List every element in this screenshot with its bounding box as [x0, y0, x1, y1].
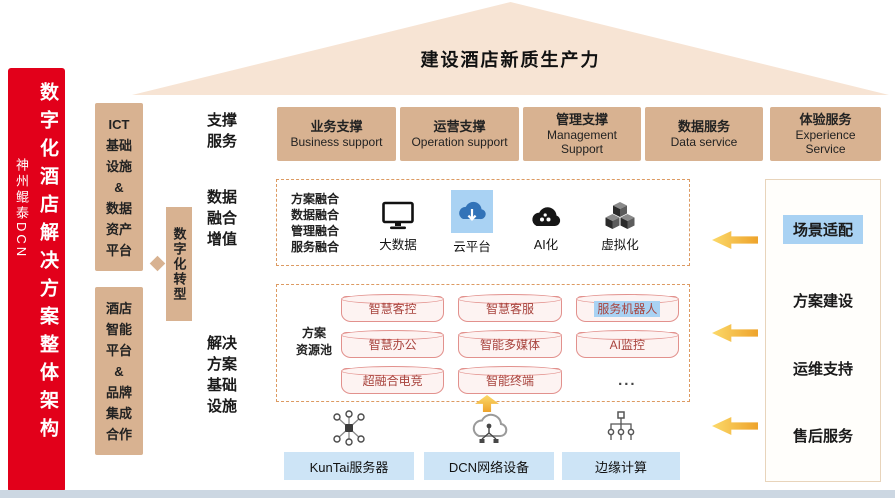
support-box-zh: 数据服务	[677, 119, 730, 134]
solution-module: AI监控	[575, 329, 680, 358]
data-fusion-panel: 方案融合 数据融合 管理融合 服务融合 大数据 云平台	[276, 179, 690, 266]
fusion-item-cloud: 云平台	[443, 190, 501, 255]
fusion-merge-list: 方案融合 数据融合 管理融合 服务融合	[291, 191, 340, 254]
fusion-item-ai: AI化	[517, 193, 575, 253]
connector-diamond	[149, 255, 166, 272]
solution-module: 智能多媒体	[458, 329, 562, 358]
solution-module: 智慧客控	[341, 294, 445, 323]
hotel-platform-box: 酒店 智能 平台 & 品牌 集成 合作	[95, 287, 143, 455]
solution-module-more: ...	[618, 372, 637, 390]
hardware-box-edge: 边缘计算	[562, 452, 680, 480]
fusion-item-virtualization: 虚拟化	[591, 193, 649, 253]
fusion-item-bigdata: 大数据	[369, 193, 427, 253]
hardware-box-kuntai: KunTai服务器	[284, 452, 414, 480]
ict-platform-box: ICT 基础 设施 & 数据 资产 平台	[95, 103, 143, 271]
support-box-zh: 体验服务	[799, 112, 852, 127]
hardware-box-dcn: DCN网络设备	[424, 452, 554, 480]
infrastructure-label: 解决 方案 基础 设施	[206, 335, 237, 415]
solution-module-grid: 智慧客控 智慧客服 服务机器人 智慧办公 智能多媒体 AI监控 超融合电竞 智能…	[341, 294, 680, 395]
solution-module: 智能终端	[458, 365, 562, 394]
support-box-en: Management Support	[546, 128, 618, 156]
support-box-zh: 运营支撑	[433, 119, 486, 134]
service-flow-panel: 场景适配 方案建设 运维支持 售后服务	[765, 179, 881, 482]
banner-brand: 神州鲲泰DCN	[14, 158, 29, 260]
left-arrow	[712, 324, 758, 342]
server-cluster-icon	[327, 407, 371, 449]
service-item-ops-support: 运维支持	[792, 360, 853, 378]
solution-module: 智慧办公	[341, 329, 445, 358]
virtualization-cubes-icon	[603, 193, 637, 231]
fusion-item-label: 云平台	[453, 240, 491, 254]
support-services-label: 支撑 服务	[206, 112, 237, 150]
banner-title: 数字化酒店解决方案整体架构	[37, 82, 58, 446]
support-box-operation: 运营支撑 Operation support	[400, 107, 519, 161]
support-box-zh: 管理支撑	[555, 112, 608, 127]
service-item-scene-adaptation: 场景适配	[782, 215, 863, 245]
left-arrow	[712, 417, 758, 435]
digital-transformation-box: 数字化转型	[166, 207, 192, 321]
support-box-business: 业务支撑 Business support	[277, 107, 396, 161]
side-banner: 神州鲲泰DCN 数字化酒店解决方案整体架构	[8, 68, 65, 492]
resource-pool-label: 方案 资源池	[295, 326, 332, 357]
support-box-data: 数据服务 Data service	[645, 107, 763, 161]
support-box-experience: 体验服务 Experience Service	[770, 107, 881, 161]
left-arrow	[712, 231, 758, 249]
support-box-management: 管理支撑 Management Support	[523, 107, 641, 161]
fusion-item-label: 虚拟化	[601, 237, 639, 252]
support-box-en: Data service	[670, 135, 738, 149]
fusion-item-label: 大数据	[379, 237, 417, 252]
service-item-solution-build: 方案建设	[792, 293, 853, 311]
monitor-icon	[382, 193, 414, 231]
solution-infra-panel: 方案 资源池 智慧客控 智慧客服 服务机器人 智慧办公 智能多媒体 AI监控 超…	[276, 284, 690, 402]
support-box-en: Operation support	[411, 135, 508, 149]
service-item-after-sales: 售后服务	[792, 427, 853, 445]
edge-computing-icon	[599, 407, 643, 449]
support-box-en: Business support	[290, 135, 383, 149]
support-box-en: Experience Service	[795, 128, 856, 156]
data-fusion-label: 数据 融合 增值	[206, 189, 237, 248]
solution-module: 智慧客服	[458, 294, 562, 323]
ai-cloud-icon	[528, 193, 564, 231]
bottom-strip	[0, 490, 895, 498]
support-box-zh: 业务支撑	[310, 119, 363, 134]
fusion-item-label: AI化	[533, 237, 559, 252]
roof-title: 建设酒店新质生产力	[420, 50, 601, 70]
network-cloud-icon	[467, 407, 511, 449]
cloud-download-icon	[451, 190, 494, 233]
solution-module: 超融合电竞	[341, 365, 445, 394]
solution-module-highlighted: 服务机器人	[575, 294, 680, 323]
